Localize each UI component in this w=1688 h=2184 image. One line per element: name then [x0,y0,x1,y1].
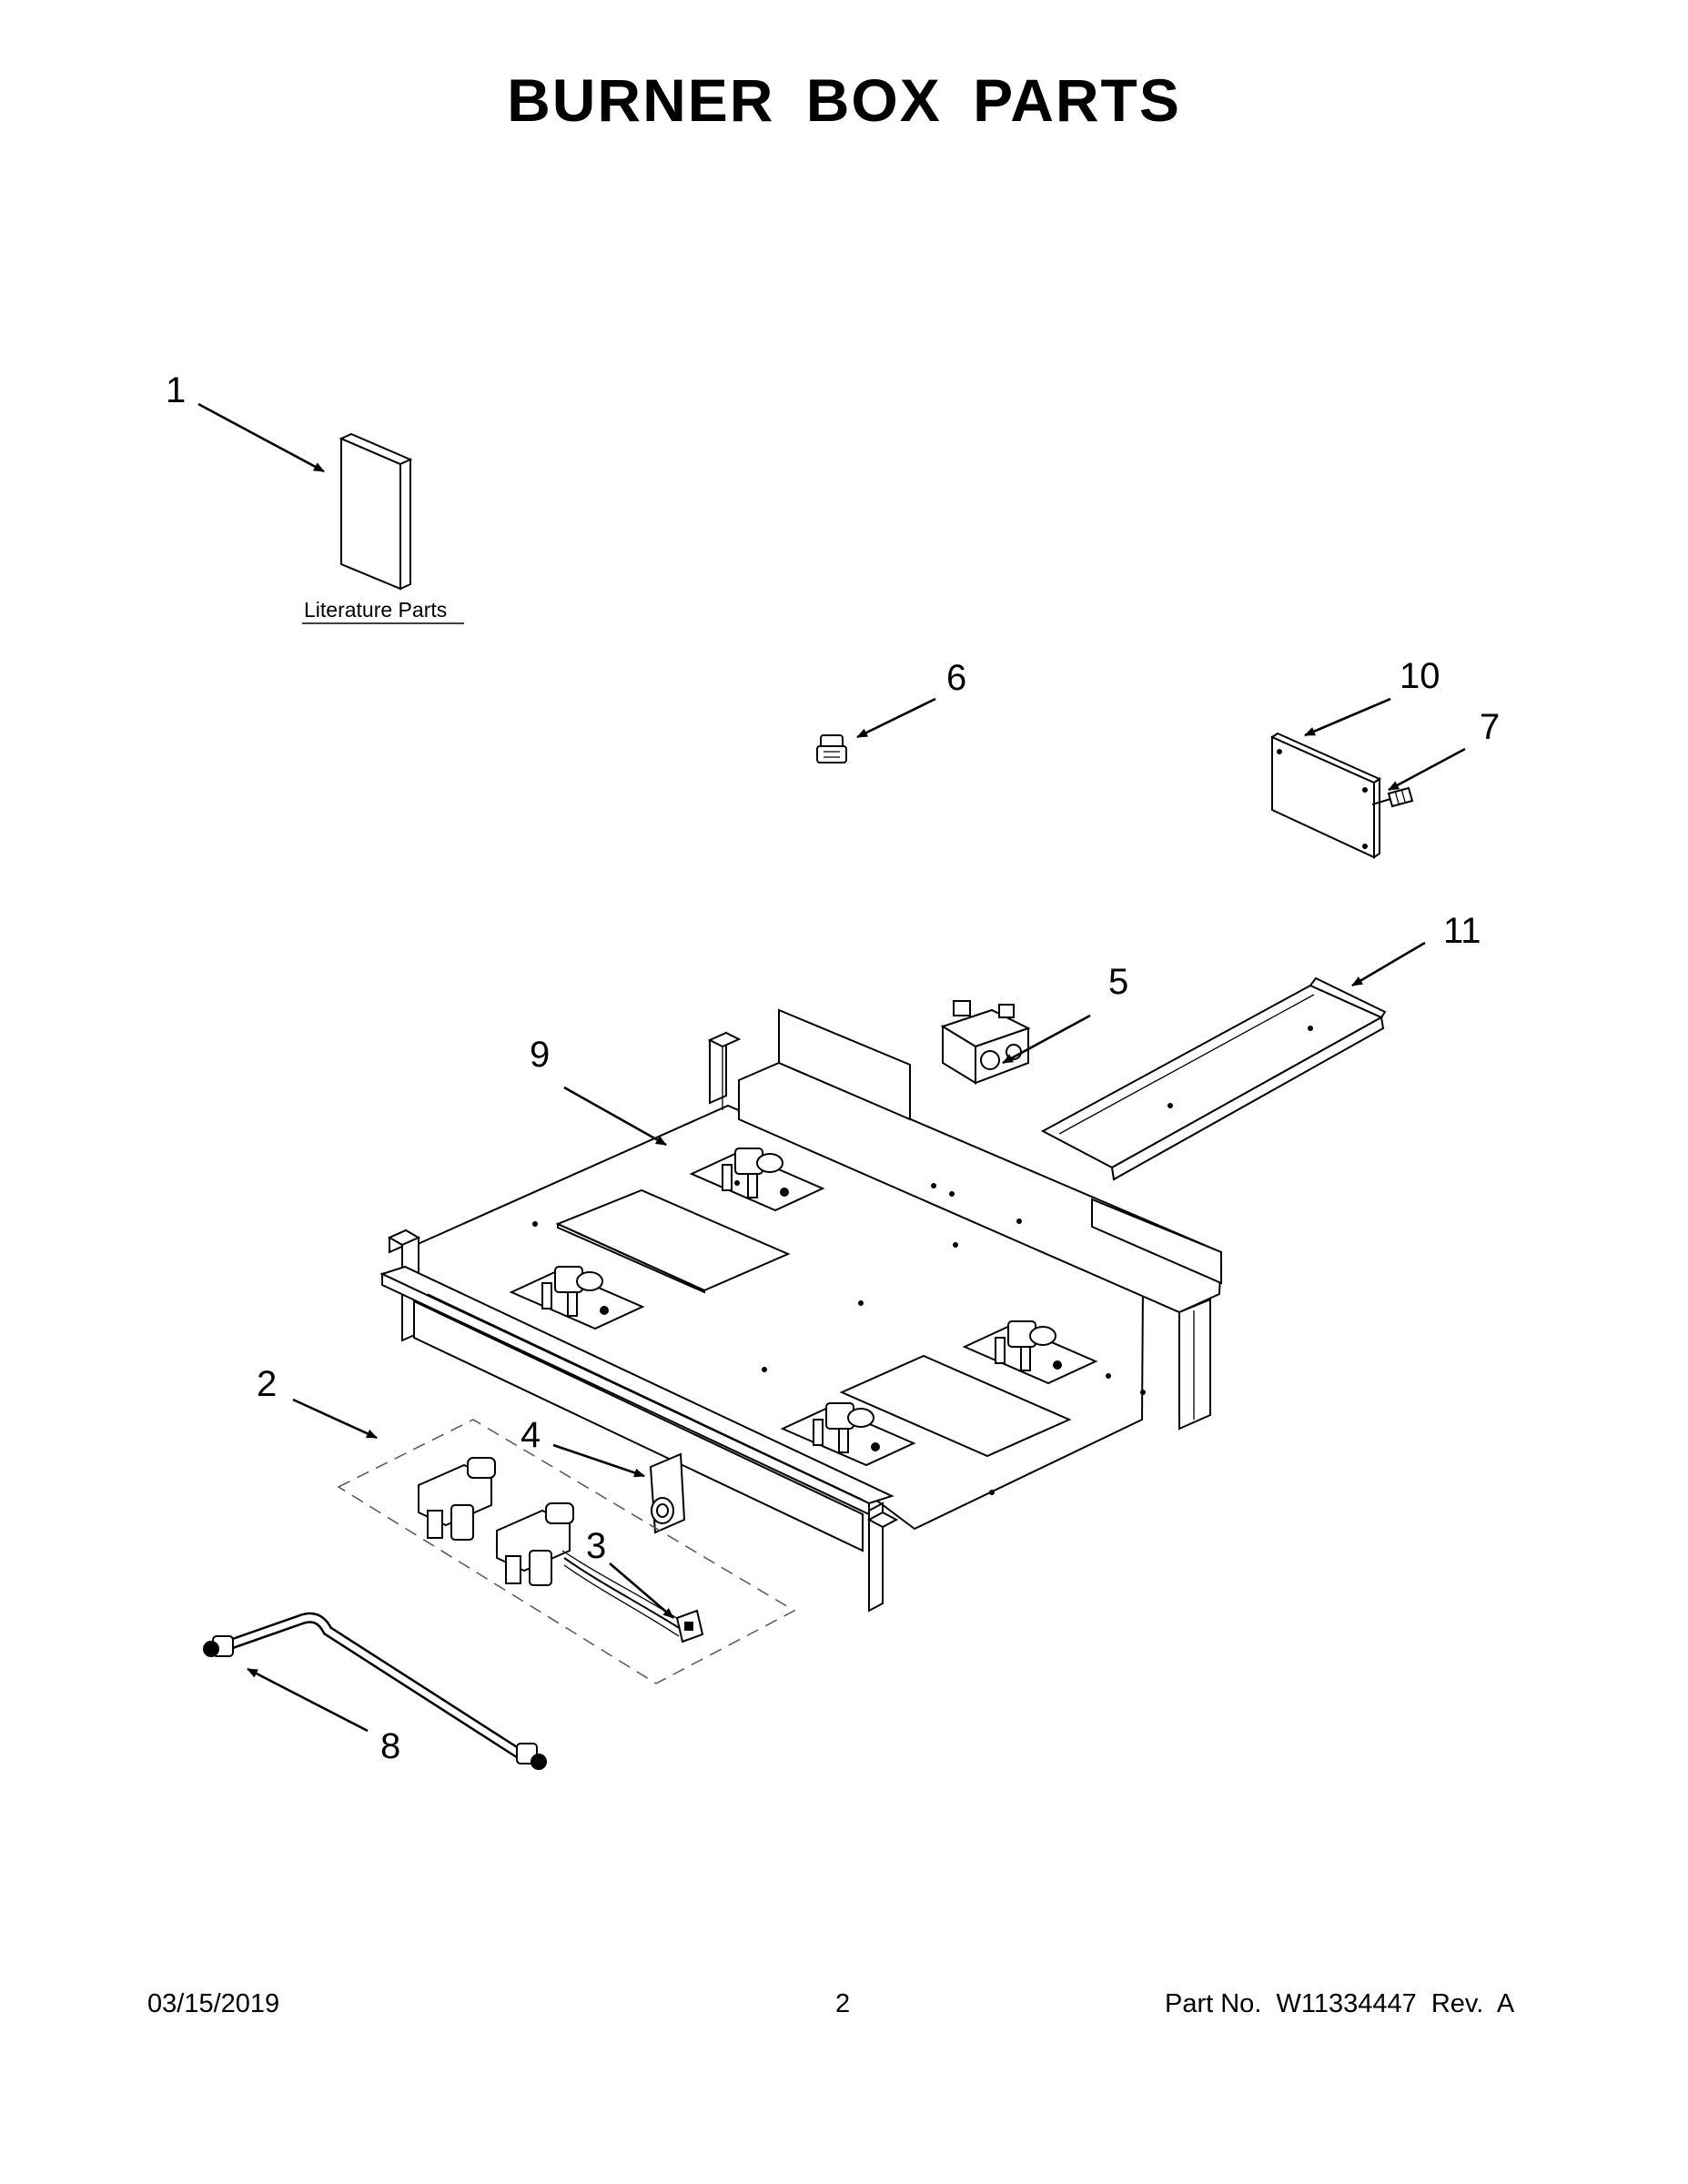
callout-10: 10 [1400,656,1440,696]
footer-part-number: Part No. W11334447 Rev. A [1165,1989,1515,2018]
footer-page-number: 2 [835,1989,851,2018]
callout-8: 8 [380,1726,400,1766]
wire-harness-part[interactable] [561,1550,704,1643]
literature-parts-label: Literature Parts [304,598,447,622]
leader-4 [552,1443,645,1478]
igniter-bracket-part[interactable] [649,1452,686,1534]
leader-10 [1304,697,1391,737]
leader-8 [247,1667,369,1733]
valve-group-boundary [337,1419,796,1684]
leader-6 [856,697,936,739]
callout-1: 1 [166,370,186,410]
burner-valve-assembly-right [995,1320,1062,1371]
valve-manifold-part[interactable] [418,1457,574,1586]
fitting-part[interactable] [816,734,847,763]
callout-5: 5 [1108,962,1128,1002]
page-title: BURNER BOX PARTS [507,66,1181,134]
long-panel-part[interactable] [1040,976,1387,1181]
burner-valve-assembly-left [541,1266,609,1317]
leader-2 [292,1398,378,1440]
callout-4: 4 [521,1415,541,1455]
callout-6: 6 [946,658,966,698]
burner-valve-assembly-front [813,1402,880,1453]
valve-block-part[interactable] [940,1000,1031,1085]
footer-date: 03/15/2019 [147,1989,280,2018]
burner-valve-assembly-rear [722,1148,789,1198]
leader-7 [1388,747,1466,792]
callout-2: 2 [257,1364,277,1404]
screw-part[interactable] [1371,786,1414,808]
tray-screws [532,1180,1146,1495]
burner-box-tray[interactable] [379,1008,1223,1613]
leader-11 [1351,941,1426,987]
callout-3: 3 [586,1526,606,1566]
cover-plate-part[interactable] [1269,732,1382,859]
leader-1 [197,402,325,473]
callout-9: 9 [530,1035,550,1075]
callout-7: 7 [1480,707,1500,747]
leader-9 [563,1086,667,1147]
leader-3 [609,1562,674,1619]
leader-5 [1002,1014,1091,1065]
gas-tube-part[interactable] [203,1612,547,1770]
callout-11: 11 [1443,911,1481,951]
literature-parts-booklet[interactable] [339,432,413,591]
